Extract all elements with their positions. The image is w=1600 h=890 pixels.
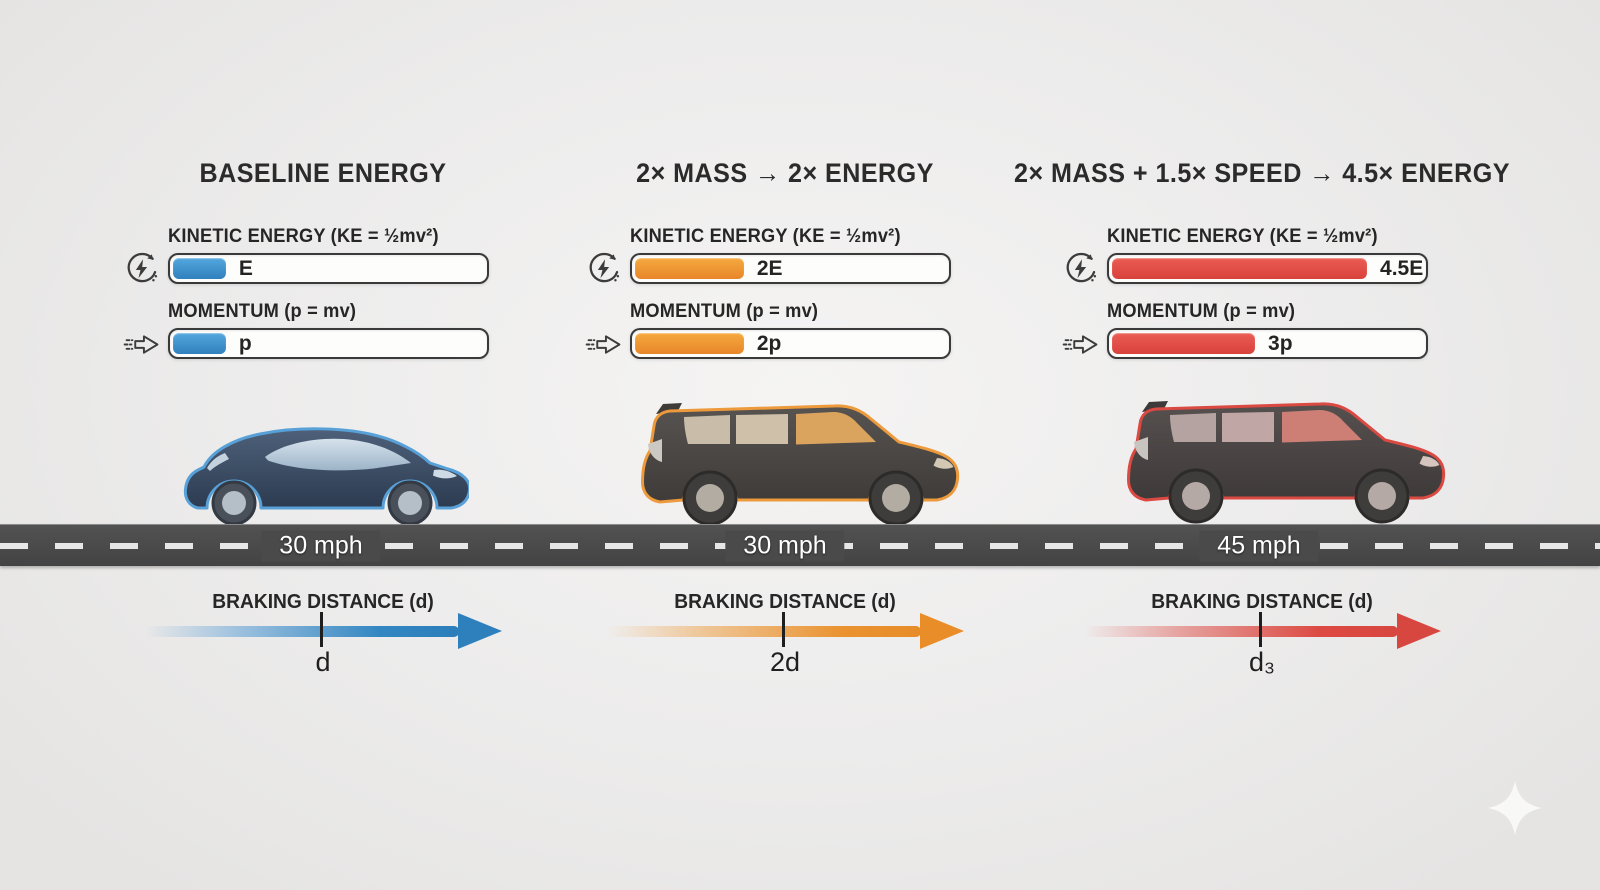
momentum-value: 2p <box>756 331 782 355</box>
kinetic-energy-bar: E <box>168 253 489 284</box>
kinetic-energy-value: E <box>238 256 253 280</box>
momentum-arrow-icon <box>123 331 161 358</box>
braking-distance-arrow <box>607 626 921 637</box>
momentum-bar: p <box>168 328 489 359</box>
speed-label: 30 mph <box>261 530 381 561</box>
energy-cycle-icon <box>123 250 160 287</box>
momentum-label: MOMENTUM (p = mv) <box>630 301 819 322</box>
kinetic-energy-label: KINETIC ENERGY (KE = ½mv²) <box>168 226 439 247</box>
road-strip: 30 mph 30 mph 45 mph <box>0 524 1600 566</box>
blue-sedan-illustration <box>181 423 472 526</box>
momentum-fill <box>1112 333 1256 354</box>
energy-cycle-icon <box>1062 250 1099 287</box>
red-suv-illustration <box>1122 390 1449 524</box>
momentum-value: p <box>238 331 252 355</box>
momentum-bar: 2p <box>630 328 951 359</box>
orange-suv-illustration <box>636 392 963 526</box>
distance-tick-mark <box>782 612 785 647</box>
kinetic-energy-fill <box>635 258 744 279</box>
kinetic-energy-bar: 2E <box>630 253 951 284</box>
kinetic-energy-value: 2E <box>756 256 783 280</box>
momentum-arrow-icon <box>585 331 623 358</box>
panel-title: BASELINE ENERGY <box>199 158 447 188</box>
panel-double-mass-higher-speed: 2× MASS + 1.5× SPEED → 4.5× ENERGY KINET… <box>1014 0 1509 890</box>
braking-distance-label: BRAKING DISTANCE (d) <box>212 591 434 613</box>
kinetic-energy-bar: 4.5E <box>1107 253 1428 284</box>
braking-distance-value: 2d <box>769 647 801 677</box>
panel-title: 2× MASS → 2× ENERGY <box>636 158 934 188</box>
panel-baseline: BASELINE ENERGY KINETIC ENERGY (KE = ½mv… <box>123 0 543 890</box>
panel-title: 2× MASS + 1.5× SPEED → 4.5× ENERGY <box>1014 158 1510 188</box>
speed-label: 30 mph <box>725 530 845 561</box>
braking-distance-value: d <box>315 647 331 677</box>
distance-tick-mark <box>320 612 323 647</box>
braking-distance-arrow <box>1084 626 1398 637</box>
momentum-arrow-icon <box>1062 331 1100 358</box>
energy-cycle-icon <box>585 250 622 287</box>
momentum-label: MOMENTUM (p = mv) <box>1107 301 1296 322</box>
arrowhead-icon <box>1397 613 1441 649</box>
momentum-label: MOMENTUM (p = mv) <box>168 301 357 322</box>
momentum-value: 3p <box>1268 331 1293 355</box>
momentum-fill <box>173 333 226 354</box>
momentum-bar: 3p <box>1107 328 1428 359</box>
braking-distance-label: BRAKING DISTANCE (d) <box>674 591 896 613</box>
kinetic-energy-label: KINETIC ENERGY (KE = ½mv²) <box>1107 226 1378 247</box>
braking-distance-value: d₃ <box>1248 647 1276 677</box>
sparkle-icon <box>1486 779 1544 837</box>
kinetic-energy-value: 4.5E <box>1380 256 1424 280</box>
arrowhead-icon <box>920 613 964 649</box>
braking-distance-label: BRAKING DISTANCE (d) <box>1151 591 1373 613</box>
braking-distance-arrow <box>145 626 459 637</box>
kinetic-energy-fill <box>173 258 226 279</box>
momentum-fill <box>635 333 744 354</box>
kinetic-energy-label: KINETIC ENERGY (KE = ½mv²) <box>630 226 901 247</box>
distance-tick-mark <box>1259 612 1262 647</box>
kinetic-energy-fill <box>1112 258 1368 279</box>
panel-double-mass: 2× MASS → 2× ENERGY KINETIC ENERGY (KE =… <box>585 0 1005 890</box>
arrowhead-icon <box>458 613 502 649</box>
speed-label: 45 mph <box>1199 530 1319 561</box>
